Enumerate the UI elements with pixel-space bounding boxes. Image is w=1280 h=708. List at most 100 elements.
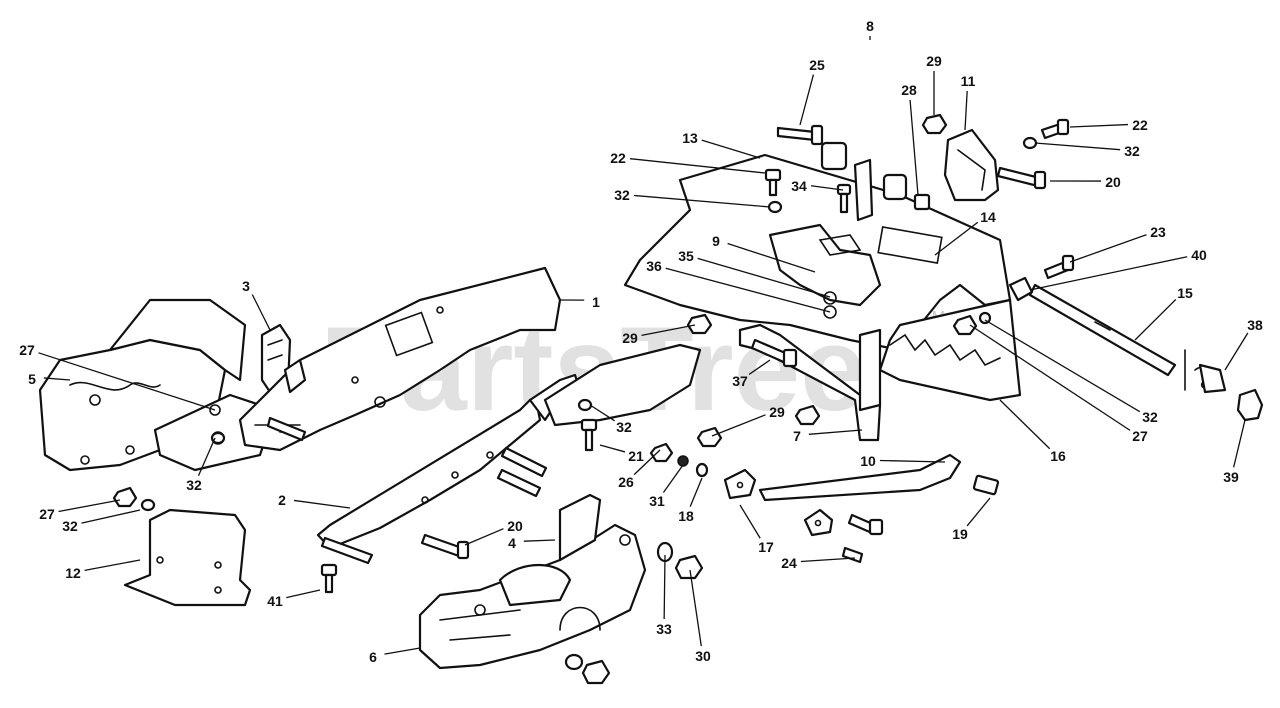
callout-leader-27 xyxy=(38,352,216,411)
callout-number-22: 22 xyxy=(610,150,626,166)
part-17-tabs xyxy=(723,468,834,537)
callout-number-39: 39 xyxy=(1223,469,1239,485)
callout-number-11: 11 xyxy=(961,73,976,89)
callout-leader-11 xyxy=(964,90,968,131)
callout-number-15: 15 xyxy=(1177,285,1193,301)
callout-number-28: 28 xyxy=(901,82,917,98)
part-26-31-18-small-parts xyxy=(649,442,709,478)
part-40-clip xyxy=(1008,276,1034,302)
callout-number-5: 5 xyxy=(28,371,36,387)
callout-number-32: 32 xyxy=(616,419,632,435)
callout-leader-25 xyxy=(799,74,815,126)
callout-leader-29 xyxy=(711,414,766,437)
callout-leader-3 xyxy=(251,294,271,331)
callout-leader-30 xyxy=(689,569,702,647)
part-32-washers xyxy=(140,136,1038,512)
callout-leader-32 xyxy=(589,404,615,422)
callout-number-4: 4 xyxy=(508,535,516,551)
callout-number-16: 16 xyxy=(1050,448,1066,464)
callout-leader-26 xyxy=(633,449,661,476)
callout-leader-32 xyxy=(984,319,1141,413)
callout-number-13: 13 xyxy=(682,130,698,146)
callout-leader-22 xyxy=(1069,123,1129,128)
callout-leader-34 xyxy=(810,185,844,191)
part-29-nuts xyxy=(686,113,948,448)
callout-number-17: 17 xyxy=(758,539,774,555)
callout-number-19: 19 xyxy=(952,526,968,542)
part-33-washers xyxy=(564,541,674,671)
callout-leader-16 xyxy=(999,399,1051,450)
callout-leader-33 xyxy=(663,554,666,620)
callout-leader-32 xyxy=(81,509,141,524)
part-12-mount-bracket xyxy=(123,508,252,607)
callout-number-25: 25 xyxy=(809,57,825,73)
callout-leader-14 xyxy=(934,221,979,256)
callout-leader-28 xyxy=(909,99,919,196)
callout-number-14: 14 xyxy=(980,209,996,225)
callout-number-20: 20 xyxy=(507,518,523,534)
callout-number-27: 27 xyxy=(19,342,35,358)
part-27-nuts xyxy=(112,314,978,508)
part-38-spring xyxy=(1184,349,1227,394)
callout-leader-12 xyxy=(84,559,141,572)
callout-leader-38 xyxy=(1224,332,1249,371)
callout-number-3: 3 xyxy=(242,278,250,294)
callout-number-2: 2 xyxy=(278,492,286,508)
callout-leader-31 xyxy=(662,464,684,493)
callout-leader-21 xyxy=(599,444,626,453)
part-6-lower-housing xyxy=(418,493,647,670)
callout-leader-13 xyxy=(701,139,761,159)
callout-leader-4 xyxy=(523,539,556,542)
part-15-rod xyxy=(1028,283,1177,377)
callout-leader-23 xyxy=(1069,234,1147,263)
callout-leader-32 xyxy=(633,194,771,208)
callout-leader-27 xyxy=(969,324,1131,431)
callout-number-27: 27 xyxy=(39,506,55,522)
callout-number-18: 18 xyxy=(678,508,694,524)
callout-number-26: 26 xyxy=(618,474,634,490)
callout-number-34: 34 xyxy=(791,178,807,194)
callout-leader-29 xyxy=(641,324,696,336)
callout-number-31: 31 xyxy=(649,493,665,509)
callout-number-22: 22 xyxy=(1132,117,1148,133)
callout-number-21: 21 xyxy=(628,448,644,464)
callout-leader-36 xyxy=(665,267,831,313)
part-11-cover xyxy=(943,128,1000,202)
part-8-bushings xyxy=(820,141,908,222)
callout-layer: 1234567891011121314151617181920202122222… xyxy=(19,18,1263,665)
callout-leader-32 xyxy=(197,437,216,476)
callout-number-33: 33 xyxy=(656,621,672,637)
callout-number-32: 32 xyxy=(1124,143,1140,159)
callout-number-8: 8 xyxy=(866,18,874,34)
callout-leader-5 xyxy=(43,377,71,381)
callout-leader-37 xyxy=(748,359,771,375)
callout-leader-32 xyxy=(1034,142,1121,151)
callout-leader-6 xyxy=(384,647,421,655)
callout-leader-22 xyxy=(629,158,766,174)
callout-leader-35 xyxy=(697,257,831,298)
callout-number-38: 38 xyxy=(1247,317,1263,333)
callout-number-7: 7 xyxy=(793,428,801,444)
callout-number-36: 36 xyxy=(646,258,662,274)
callout-number-10: 10 xyxy=(860,453,876,469)
callout-number-23: 23 xyxy=(1150,224,1166,240)
callout-number-32: 32 xyxy=(1142,409,1158,425)
callout-number-29: 29 xyxy=(622,330,638,346)
callout-leader-24 xyxy=(800,557,856,563)
part-10-link xyxy=(758,453,962,502)
callout-number-6: 6 xyxy=(369,649,377,665)
callout-leader-41 xyxy=(286,589,321,599)
callout-number-40: 40 xyxy=(1191,247,1207,263)
part-39-knob xyxy=(1236,388,1264,422)
callout-leader-7 xyxy=(808,429,863,435)
callout-leader-19 xyxy=(966,497,991,527)
callout-number-30: 30 xyxy=(695,648,711,664)
callout-number-29: 29 xyxy=(926,53,942,69)
callout-leader-27 xyxy=(58,499,121,513)
callout-number-32: 32 xyxy=(62,518,78,534)
bolts xyxy=(266,118,1075,594)
callout-number-32: 32 xyxy=(614,187,630,203)
callout-leader-9 xyxy=(727,242,816,273)
callout-leader-2 xyxy=(293,499,351,509)
callout-leader-15 xyxy=(1134,298,1177,341)
